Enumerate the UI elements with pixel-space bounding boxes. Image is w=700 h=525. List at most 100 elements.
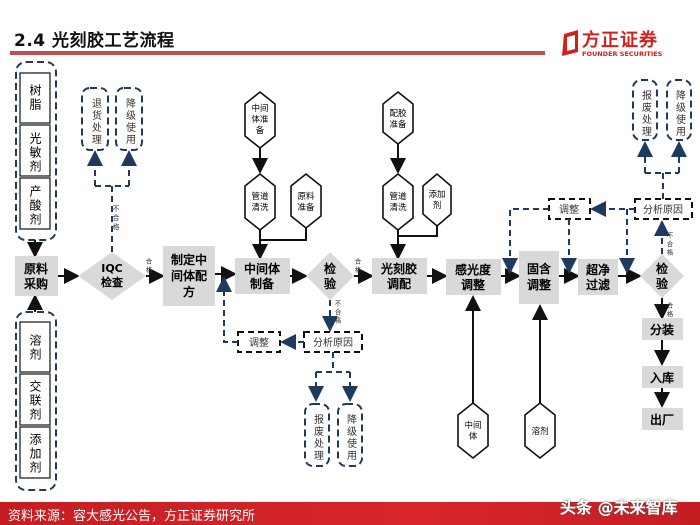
solid-content-box [519,251,559,304]
scrap-box-2 [632,79,658,141]
raw-materials-bottom-group [15,311,57,491]
iqc-label-2: 检查 [101,275,123,289]
scrap-label: 报废处理 [312,413,324,462]
solid-content-label-2: 调整 [527,277,551,292]
sensitivity-label-1: 感光度 [455,262,492,277]
hex-resist-ready: 配胶 准备 [382,90,414,146]
procurement-box [15,256,58,296]
downgrade-label: 降级使用 [345,413,357,462]
pass-label: 合格 [353,257,361,275]
page-title: 2.4 光刻胶工艺流程 [14,31,175,51]
inspect-2-label-1: 检 [656,261,668,276]
analyze-label: 分析原因 [643,203,683,216]
svg-text:溶剂: 溶剂 [531,426,548,437]
svg-text:体: 体 [469,431,478,442]
downgrade-label: 降级使用 [674,89,686,138]
formula-box [163,246,215,306]
downgrade-box-2 [337,403,363,467]
raw-material-bottom-2: 添加剂 [19,426,51,479]
svg-text:清洗: 清洗 [389,202,407,213]
formula-label-2: 间体配 [171,268,207,283]
packaging-label: 分装 [650,322,674,337]
svg-text:准备: 准备 [297,202,315,213]
hex-material-ready: 原料 准备 [290,172,322,230]
hex-additive: 添加 剂 [422,172,452,228]
downgrade-label: 降级使用 [124,97,136,146]
intermediate-prep-label-1: 中间体 [244,261,281,276]
solid-content-label-1: 固含 [527,261,552,276]
svg-text:备: 备 [256,125,265,136]
downgrade-box-3 [666,79,692,141]
scrap-label: 报废处理 [640,89,652,138]
inspect-1-diamond [306,252,354,300]
intermediate-prep-box [235,258,290,294]
svg-text:添加: 添加 [428,189,445,200]
svg-text:剂: 剂 [433,200,442,211]
svg-text:管道: 管道 [251,191,269,202]
hex-intermediate-ready: 中间 体准 备 [244,90,276,150]
return-box [81,87,109,151]
raw-material-bottom-0: 溶剂 [19,321,51,373]
svg-text:原料: 原料 [297,191,315,202]
raw-material-top-0: 树脂 [19,72,51,124]
adjust-label: 调整 [559,203,579,216]
procurement-label: 原料采购 [23,261,48,291]
pass-label: 合格 [665,301,673,319]
scrap-box-1 [304,403,330,467]
hex-pipe-clean-2: 管道 清洗 [382,172,414,232]
storage-label: 入库 [650,370,674,385]
footer-bar: 资料来源：容大感光公告，方正证券研究所 [0,502,700,525]
raw-materials-top-group [15,61,57,241]
svg-text:体准: 体准 [251,114,269,125]
formula-label-3: 方 [183,284,195,299]
fail-label: 不合格 [112,205,120,232]
fail-label: 不合格 [665,232,673,258]
svg-text:清洗: 清洗 [251,202,269,213]
hex-solvent: 溶剂 [524,401,556,460]
logo-text-en: FOUNDER SECURITIES [582,50,663,58]
raw-material-top-1: 光敏剂 [19,124,51,177]
shipment-label: 出厂 [650,412,674,427]
filtration-box [578,259,618,295]
raw-material-label: 光敏剂 [28,132,42,174]
inspect-1-label-1: 检 [324,261,336,276]
watermark: 头条 @未来智库 [560,498,678,517]
svg-text:管道: 管道 [389,191,407,202]
shipment-box [642,408,683,430]
source-note: 资料来源：容大感光公告，方正证券研究所 [8,509,256,524]
raw-material-label: 产酸剂 [28,185,42,227]
filtration-label-2: 过滤 [586,277,610,292]
filtration-label-1: 超净 [585,262,610,277]
raw-material-label: 溶剂 [28,333,42,362]
raw-material-top-2: 产酸剂 [19,177,51,230]
raw-material-label: 树脂 [28,83,42,112]
inspect-1-label-2: 验 [324,276,337,291]
sensitivity-label-2: 调整 [461,277,485,292]
svg-text:配胶: 配胶 [389,108,407,119]
formula-label-1: 制定中 [171,252,207,267]
logo-icon [562,30,578,56]
adjust-label: 调整 [249,336,269,349]
sensitivity-box [446,259,501,295]
resist-mix-box [372,258,427,294]
logo-text-cn: 方正证券 [582,30,658,51]
svg-text:中间: 中间 [464,420,481,431]
svg-text:中间: 中间 [251,103,268,114]
downgrade-box [115,87,143,151]
raw-material-label: 交联剂 [28,379,42,422]
pass-label: 合格 [144,257,152,275]
iqc-label: IQC [101,262,123,275]
raw-material-bottom-1: 交联剂 [19,373,51,426]
packaging-box [642,318,683,340]
raw-material-label: 添加剂 [28,433,42,475]
iqc-diamond [78,252,146,300]
fail-label: 不合格 [333,300,341,326]
svg-text:准备: 准备 [389,119,407,130]
inspect-2-label-2: 验 [656,276,669,291]
storage-box [642,366,683,388]
resist-mix-label-1: 光刻胶 [380,261,417,276]
intermediate-prep-label-2: 制备 [250,276,275,291]
title-divider [10,51,545,55]
hex-intermediate: 中间 体 [457,401,489,460]
inspect-2-diamond [640,254,684,298]
